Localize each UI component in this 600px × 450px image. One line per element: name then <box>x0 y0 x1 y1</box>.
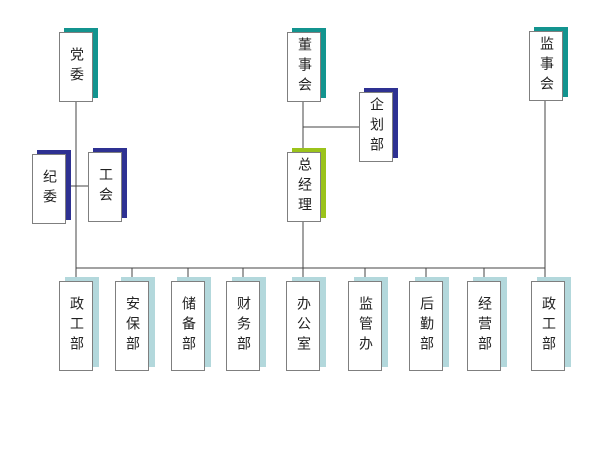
node-caiwubu-label: 财务部 <box>235 296 251 356</box>
node-zhenggongbu-1: 政工部 <box>59 277 99 371</box>
node-jianguanban-label: 监管办 <box>357 296 373 356</box>
node-houqinbu-label: 后勤部 <box>418 296 434 356</box>
node-gonghui: 工会 <box>88 148 127 222</box>
node-jingyingbu-label: 经营部 <box>476 296 492 356</box>
node-qihuabu-label: 企划部 <box>368 97 384 157</box>
node-anbaobu-label: 安保部 <box>124 296 140 356</box>
node-bangongshi: 办公室 <box>286 277 326 371</box>
node-jingyingbu: 经营部 <box>467 277 507 371</box>
node-gonghui-label: 工会 <box>97 167 113 207</box>
node-jianshihui: 监事会 <box>529 27 568 101</box>
node-jianguanban: 监管办 <box>348 277 388 371</box>
node-zongjingli: 总经理 <box>287 148 326 222</box>
node-jianshihui-label: 监事会 <box>538 36 554 96</box>
node-zongjingli-label: 总经理 <box>296 157 312 217</box>
node-chubeibu-label: 储备部 <box>180 296 196 356</box>
node-zhenggongbu-2-label: 政工部 <box>540 296 556 356</box>
node-dangwei: 党委 <box>59 28 98 102</box>
node-dongshihui-label: 董事会 <box>296 37 312 97</box>
node-caiwubu: 财务部 <box>226 277 266 371</box>
node-jiwei-label: 纪委 <box>41 169 57 209</box>
node-zhenggongbu-2: 政工部 <box>531 277 571 371</box>
node-dangwei-label: 党委 <box>68 47 84 87</box>
node-qihuabu: 企划部 <box>359 88 398 162</box>
node-jiwei: 纪委 <box>32 150 71 224</box>
node-bangongshi-label: 办公室 <box>295 296 311 356</box>
node-chubeibu: 储备部 <box>171 277 211 371</box>
node-anbaobu: 安保部 <box>115 277 155 371</box>
node-houqinbu: 后勤部 <box>409 277 449 371</box>
node-dongshihui: 董事会 <box>287 28 326 102</box>
node-zhenggongbu-1-label: 政工部 <box>68 296 84 356</box>
